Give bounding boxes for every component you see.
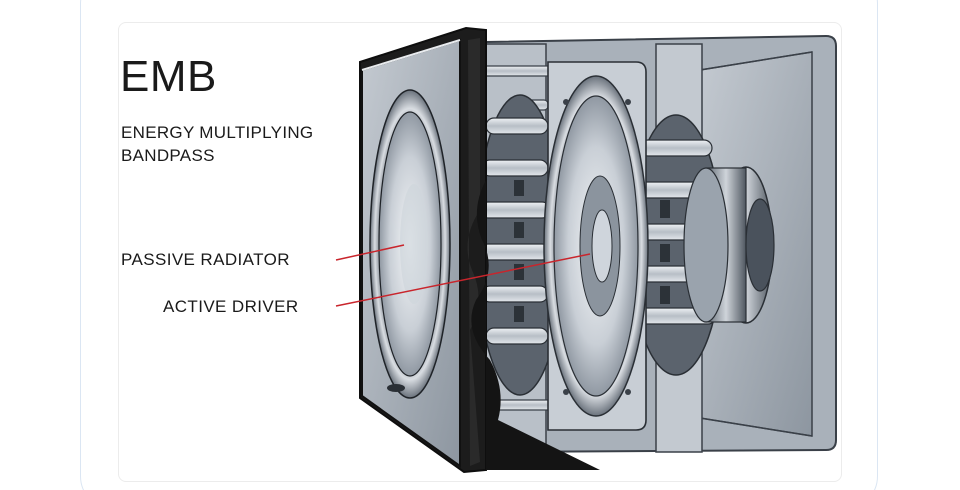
diagram-title: EMB [120, 52, 217, 101]
active-driver-label: ACTIVE DRIVER [163, 297, 299, 316]
passive-radiator-label: PASSIVE RADIATOR [121, 250, 290, 269]
leader-lines [335, 244, 591, 307]
subtitle-line-1: ENERGY MULTIPLYING [121, 123, 314, 142]
active-driver-cone [543, 61, 649, 431]
passive-radiator-leader-line [335, 244, 405, 261]
subtitle-line-2: BANDPASS [121, 146, 215, 165]
active-driver-leader-line [335, 253, 591, 307]
diagram-subtitle: ENERGY MULTIPLYING BANDPASS [121, 121, 313, 167]
active-driver-motor [629, 114, 775, 376]
front-cabinet [359, 26, 600, 474]
brand-badge-icon [387, 384, 405, 392]
